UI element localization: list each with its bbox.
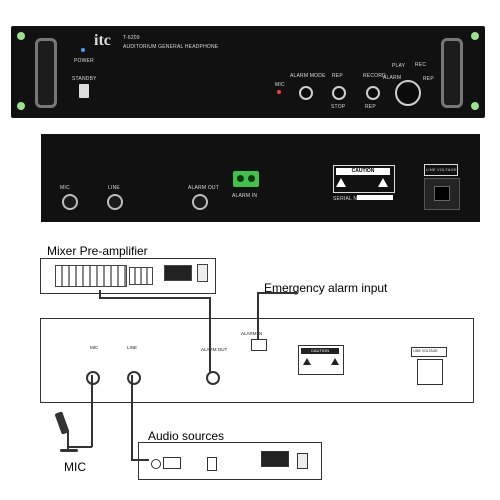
emergency-alarm-label: Emergency alarm input [264, 281, 388, 295]
line-input-jack[interactable] [107, 194, 123, 210]
mixer-output-jacks [129, 267, 153, 285]
wire [131, 375, 133, 460]
mic-stand-base [60, 449, 78, 452]
alarm-out-jack[interactable] [192, 194, 208, 210]
outline-line-voltage-label: LINE VOLTAGE [413, 349, 438, 353]
wire [68, 446, 92, 448]
rear-label-line: LINE [108, 185, 120, 191]
serial-label: SERIAL NO. [333, 196, 363, 202]
brand-logo: itc [94, 32, 111, 49]
outline-alarm-in-terminal [251, 339, 267, 351]
outline-label-alarm-out: ALARM OUT [201, 347, 228, 352]
power-inlet[interactable] [424, 178, 460, 210]
outline-mic-jack [86, 371, 100, 385]
rack-screw [17, 102, 25, 110]
rack-screw [471, 32, 479, 40]
mode-selector-knob[interactable] [395, 80, 421, 106]
outline-alarm-out-jack [206, 371, 220, 385]
rear-label-alarm-out: ALARM OUT [188, 185, 219, 191]
rack-screw [471, 102, 479, 110]
big-knob-label-alarm: ALARM [383, 75, 402, 81]
control-label-rep: REP [332, 73, 343, 79]
audio-source-label-plate [261, 451, 289, 467]
outline-caution-label: CAUTION [301, 348, 339, 354]
alarm-in-terminal[interactable] [233, 171, 259, 187]
wire [99, 297, 210, 299]
main-device-outline: MIC LINE ALARM OUT ALARM IN CAUTION LINE… [40, 318, 474, 403]
outline-caution-sticker: CAUTION [298, 345, 344, 375]
audio-source-power-inlet [297, 453, 308, 469]
audio-source-jack [151, 459, 161, 469]
standby-label: STANDBY [72, 76, 97, 82]
rack-handle-right [441, 38, 463, 108]
mixer-input-jacks [55, 265, 127, 287]
line-voltage-label: LINE VOLTAGE [426, 167, 457, 172]
warning-icon [303, 358, 311, 365]
outline-power-label-box: LINE VOLTAGE [411, 347, 447, 357]
caution-sticker: CAUTION [333, 165, 395, 193]
mixer-power-inlet [197, 264, 208, 282]
wire [91, 375, 93, 447]
big-knob-label-rec: REC [415, 62, 427, 68]
outline-label-alarm-in: ALARM IN [241, 331, 263, 336]
power-label-box: LINE VOLTAGE [424, 164, 458, 176]
big-knob-label-rep: REP [423, 76, 434, 82]
power-led [81, 48, 85, 52]
power-label: POWER [74, 58, 94, 64]
wire [257, 292, 297, 294]
rack-screw [17, 32, 25, 40]
mic-led [277, 90, 281, 94]
power-switch[interactable] [79, 84, 89, 98]
alarm-mode-knob[interactable] [299, 86, 313, 100]
wire [99, 290, 101, 298]
front-panel: itc T-6209 AUDITORIUM GENERAL HEADPHONE … [11, 26, 485, 118]
mic-input-jack[interactable] [62, 194, 78, 210]
mic-device-label: MIC [64, 460, 86, 474]
serial-plate [357, 195, 393, 200]
audio-sources-device [138, 442, 322, 480]
rear-panel: MIC LINE ALARM OUT ALARM IN CAUTION SERI… [41, 134, 480, 222]
audio-source-rca [207, 457, 217, 471]
warning-icon [336, 178, 346, 187]
warning-icon [331, 358, 339, 365]
mic-stand [67, 430, 69, 450]
alarm-in-label: ALARM IN [232, 193, 258, 199]
outline-line-jack [127, 371, 141, 385]
rear-label-mic: MIC [60, 185, 70, 191]
model-label: T-6209 [123, 35, 140, 41]
outline-label-line: LINE [127, 345, 138, 350]
rep-knob[interactable] [332, 86, 346, 100]
mixer-preamp-label: Mixer Pre-amplifier [47, 244, 148, 258]
mixer-preamp-device [40, 258, 216, 294]
wire [131, 459, 149, 461]
mic-label: MIC [275, 82, 285, 88]
caution-label: CAUTION [336, 168, 390, 175]
big-knob-label-play: PLAY [392, 63, 406, 69]
outline-label-mic: MIC [90, 345, 99, 350]
warning-icon [378, 178, 388, 187]
audio-sources-label: Audio sources [148, 429, 225, 443]
wire [257, 292, 259, 340]
mixer-label-plate [164, 265, 192, 281]
control-label-alarm-mode: ALARM MODE [290, 73, 326, 79]
wire [209, 297, 211, 372]
sub-label-stop: STOP [331, 104, 346, 110]
model-subtitle: AUDITORIUM GENERAL HEADPHONE [123, 44, 219, 50]
control-label-record: RECORD [363, 73, 386, 79]
audio-source-connector [163, 457, 181, 469]
rack-handle-left [35, 38, 57, 108]
record-knob[interactable] [366, 86, 380, 100]
outline-power-inlet [417, 359, 443, 385]
sub-label-rep: REP [365, 104, 376, 110]
